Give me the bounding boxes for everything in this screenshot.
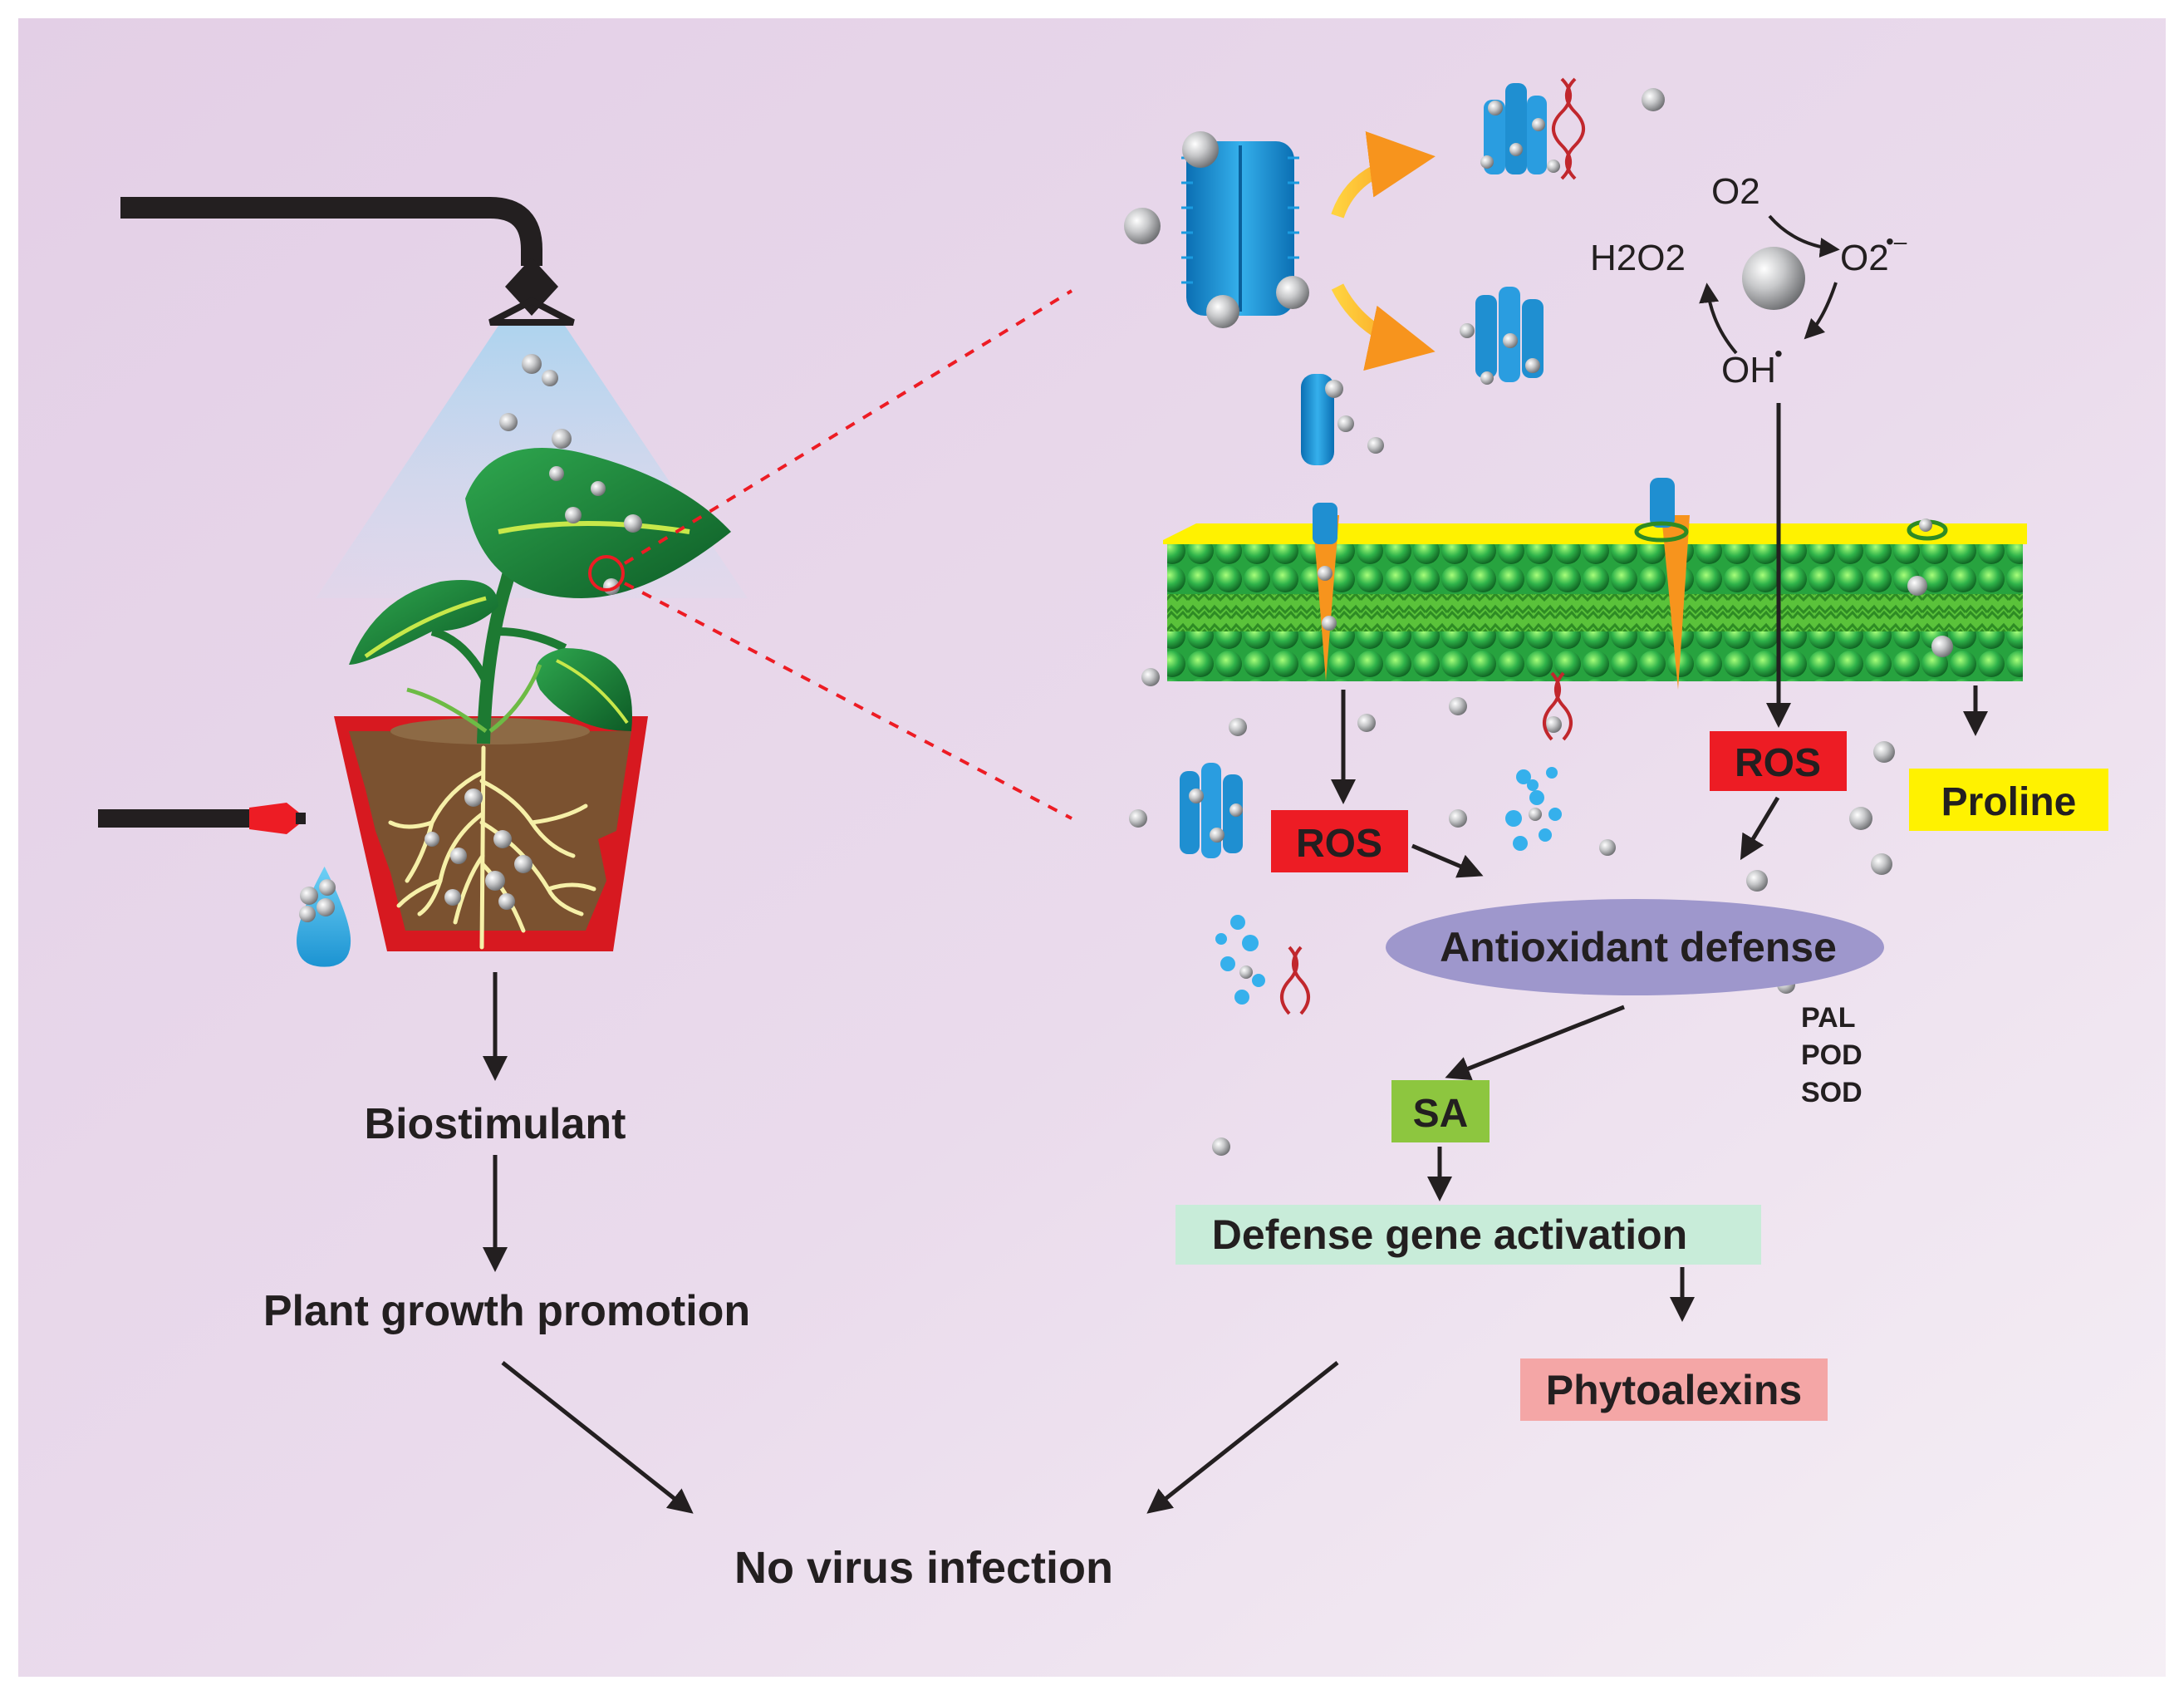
outcome-label: No virus infection	[734, 1543, 1113, 1593]
antioxidant-label: Antioxidant defense	[1440, 924, 1837, 970]
plant-icon	[349, 448, 731, 744]
orange-arrow-bottom	[1331, 283, 1436, 371]
water-drop-icon	[296, 866, 351, 967]
arrow-ros-left-to-antioxidant	[1411, 843, 1484, 878]
nanoparticle-icon	[1742, 247, 1805, 310]
virus-fragments-middle	[1460, 287, 1544, 385]
enzyme-pod-label: POD	[1801, 1039, 1863, 1071]
plant-pot-icon	[334, 716, 648, 951]
ros-box-left	[1271, 810, 1408, 872]
zoom-focus-circle	[588, 555, 625, 592]
ros-cycle: O2 H2O2 O2 •– OH •	[1590, 171, 1907, 391]
spray-pipe	[120, 197, 542, 266]
enzyme-sod-label: SOD	[1801, 1077, 1863, 1108]
zoom-line-bottom	[624, 582, 1072, 820]
phytoalexins-box	[1520, 1358, 1828, 1421]
orange-arrow-top	[1331, 131, 1436, 219]
enzyme-pal-label: PAL	[1801, 1002, 1855, 1034]
virus-particle-icon	[1124, 131, 1309, 328]
superoxide-label: O2	[1840, 238, 1889, 278]
virus-small	[1301, 374, 1384, 465]
sa-label: SA	[1413, 1092, 1469, 1136]
dna-icon	[1552, 77, 1572, 180]
arrow-ros-right-to-antioxidant	[1740, 796, 1780, 861]
phytoalexins-label: Phytoalexins	[1546, 1367, 1802, 1413]
arrow-defense-to-outcome	[1146, 1361, 1339, 1514]
o2-label: O2	[1711, 171, 1760, 212]
hose-nozzle-icon	[98, 803, 306, 834]
virus-fragments-top	[1480, 77, 1585, 180]
biostimulant-label: Biostimulant	[365, 1100, 626, 1148]
zoom-line-top	[623, 289, 1073, 565]
spray-nozzle-icon	[488, 258, 575, 326]
gene-activation-label: Defense gene activation	[1212, 1211, 1687, 1258]
ros-label-left: ROS	[1296, 822, 1382, 866]
h2o2-label: H2O2	[1590, 238, 1686, 278]
growth-promotion-label: Plant growth promotion	[263, 1287, 750, 1335]
antioxidant-ellipse	[1386, 899, 1884, 995]
arrow-growth-to-outcome	[501, 1361, 694, 1514]
gene-activation-box	[1175, 1205, 1761, 1265]
sa-box	[1391, 1080, 1490, 1142]
proline-box	[1909, 769, 2108, 831]
superoxide-charge: •–	[1886, 228, 1907, 254]
ros-label-right: ROS	[1735, 741, 1821, 785]
cell-membrane-icon	[1163, 478, 2027, 690]
nanoparticle-icon-scatter	[1129, 88, 1895, 1156]
proline-label: Proline	[1941, 780, 2077, 824]
hydroxyl-charge: •	[1774, 341, 1783, 366]
ros-box-right	[1710, 731, 1847, 791]
hydroxyl-label: OH	[1721, 350, 1776, 391]
arrow-antioxidant-to-sa	[1445, 1005, 1625, 1081]
virus-fragments-bottom	[1180, 671, 1573, 1015]
